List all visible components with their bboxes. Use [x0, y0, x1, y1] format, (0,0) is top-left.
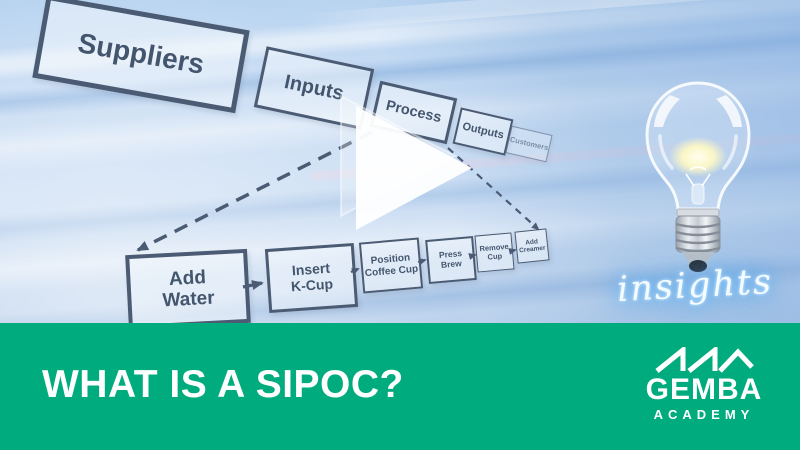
flow-arrow	[350, 267, 360, 275]
flow-arrow	[468, 253, 477, 260]
flow-arrow	[242, 280, 264, 290]
lightbulb-icon	[645, 81, 751, 272]
brand-subname: ACADEMY	[653, 406, 755, 422]
video-title: WHAT IS A SIPOC?	[42, 363, 404, 406]
brand-logo: GEMBA ACADEMY	[628, 347, 780, 422]
mountain-peaks-icon	[655, 347, 754, 373]
title-banner	[0, 323, 800, 450]
process-expansion-line-left	[136, 130, 373, 252]
flow-arrow	[508, 248, 517, 255]
brand-name: GEMBA	[645, 373, 763, 406]
flow-arrow	[417, 258, 427, 266]
play-button[interactable]	[356, 106, 472, 230]
process-expansion-line-right	[447, 147, 540, 231]
